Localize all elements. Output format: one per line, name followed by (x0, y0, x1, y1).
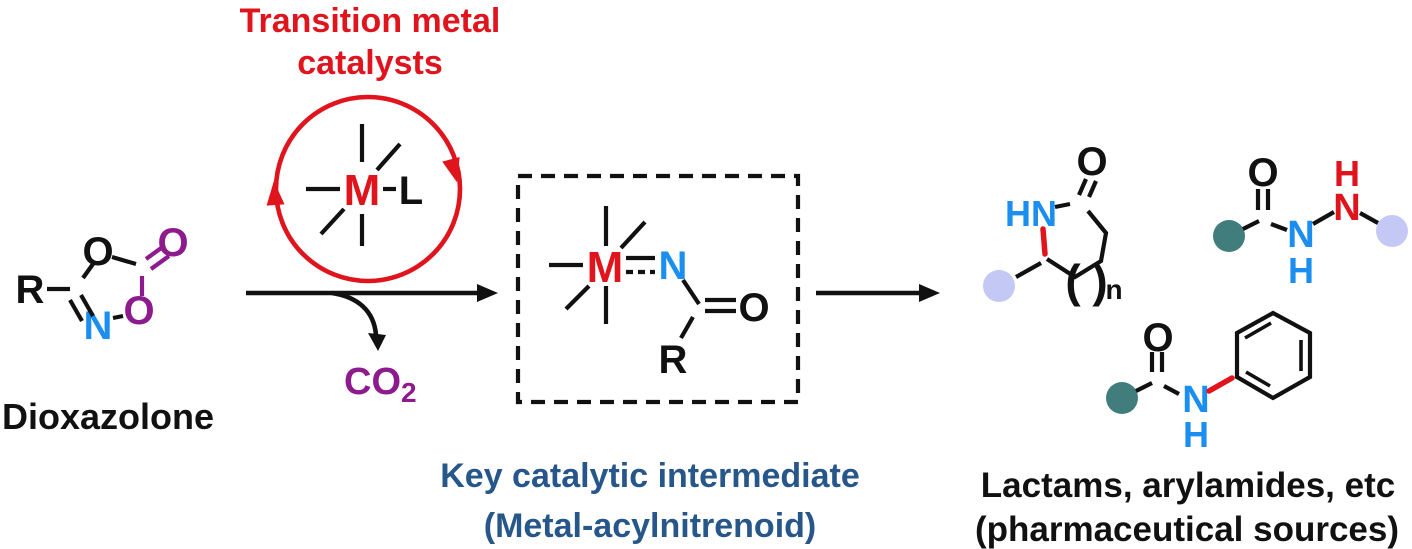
double-bond (1077, 178, 1088, 196)
bond (375, 142, 402, 172)
metal-nitrenoid-structure: M N O R (549, 206, 770, 382)
bond (564, 284, 591, 311)
substituent-sphere-lavender (983, 270, 1015, 302)
bond (1242, 219, 1260, 231)
r-group-label: R (659, 338, 688, 382)
catalyst-title-line2: catalysts (297, 44, 443, 82)
atom-h: H (1183, 414, 1209, 455)
co2-label: CO2 (344, 361, 417, 408)
caption-line2: (Metal-acylnitrenoid) (484, 507, 816, 545)
repeat-subscript: n (1105, 274, 1122, 305)
arrowhead (919, 284, 940, 302)
substituent-sphere-teal (1213, 220, 1245, 252)
paren-open: ( (1065, 255, 1081, 307)
bond (679, 315, 695, 340)
ring-bonds (1045, 209, 1109, 280)
ligand-label: L (399, 169, 423, 213)
bond (1311, 210, 1336, 226)
atom-o: O (1142, 316, 1173, 360)
metal-center-label: M (344, 166, 381, 215)
curved-arrow (331, 290, 379, 336)
bond (81, 262, 95, 280)
arrowhead (368, 333, 386, 351)
bond (112, 313, 124, 321)
bond (1163, 384, 1180, 396)
r-group-label: R (16, 268, 45, 312)
lactam-structure: O HN ( ) n (983, 140, 1123, 307)
double-bond (144, 244, 166, 261)
reaction-arrow-2 (816, 284, 940, 302)
substituent-sphere-lavender (1376, 215, 1408, 247)
intermediate-box: M N O R (515, 173, 801, 405)
double-bond (1087, 180, 1098, 198)
metal-center-label: M (587, 243, 624, 292)
bond (1358, 211, 1380, 225)
products-caption: Lactams, arylamides, etc (pharmaceutical… (975, 466, 1399, 549)
catalyst-cycle: Transition metal catalysts M L (240, 2, 501, 284)
bond (111, 254, 137, 267)
highlighted-bond (1040, 226, 1048, 257)
caption-line2: (pharmaceutical sources) (975, 510, 1399, 549)
intermediate-caption: Key catalytic intermediate (Metal-acylni… (440, 457, 860, 545)
caption-line1: Lactams, arylamides, etc (981, 466, 1395, 505)
benzene-ring (1234, 310, 1313, 401)
atom-o-carbonyl: O (157, 221, 188, 265)
bond (1270, 222, 1288, 232)
atom-o-ring-top: O (82, 230, 113, 274)
arrowhead (477, 284, 498, 302)
paren-close: ) (1092, 255, 1107, 307)
bond (619, 220, 647, 250)
atom-n1: N (1287, 214, 1314, 256)
atom-hn: HN (1005, 193, 1057, 234)
cycle-arrowhead-right (442, 156, 460, 183)
atom-h2: H (1334, 153, 1360, 194)
atom-o-ring-right: O (123, 289, 154, 333)
cycle-arrowhead-left (266, 181, 285, 206)
caption-line1: Key catalytic intermediate (440, 457, 860, 495)
bond (1054, 201, 1071, 210)
substituent-sphere-teal (1106, 382, 1138, 414)
double-bond (1245, 370, 1271, 388)
double-bond (79, 293, 95, 318)
atom-o: O (1076, 140, 1107, 184)
dashed-border (515, 173, 801, 405)
catalyst-title-line1: Transition metal (240, 2, 501, 40)
double-bond (68, 298, 84, 323)
reaction-arrow-1 (246, 284, 498, 302)
double-bond (149, 254, 171, 271)
hydrazide-structure: O N H N H (1213, 151, 1408, 291)
bond (1014, 261, 1043, 279)
bond (1135, 381, 1153, 393)
anilide-structure: O N H (1106, 310, 1313, 455)
atom-n2: N (1333, 187, 1360, 229)
bond (681, 278, 701, 306)
atom-o: O (1247, 151, 1278, 195)
atom-o: O (738, 286, 769, 330)
atom-h1: H (1288, 250, 1314, 291)
atom-n: N (1182, 379, 1209, 421)
dioxazolone-structure: R O O O N Dioxazolone (2, 221, 214, 437)
highlighted-bond (1206, 375, 1235, 394)
double-bond (1244, 321, 1272, 340)
bond (319, 207, 346, 236)
co2-release: CO2 (331, 290, 417, 408)
reactant-name-label: Dioxazolone (2, 396, 214, 437)
